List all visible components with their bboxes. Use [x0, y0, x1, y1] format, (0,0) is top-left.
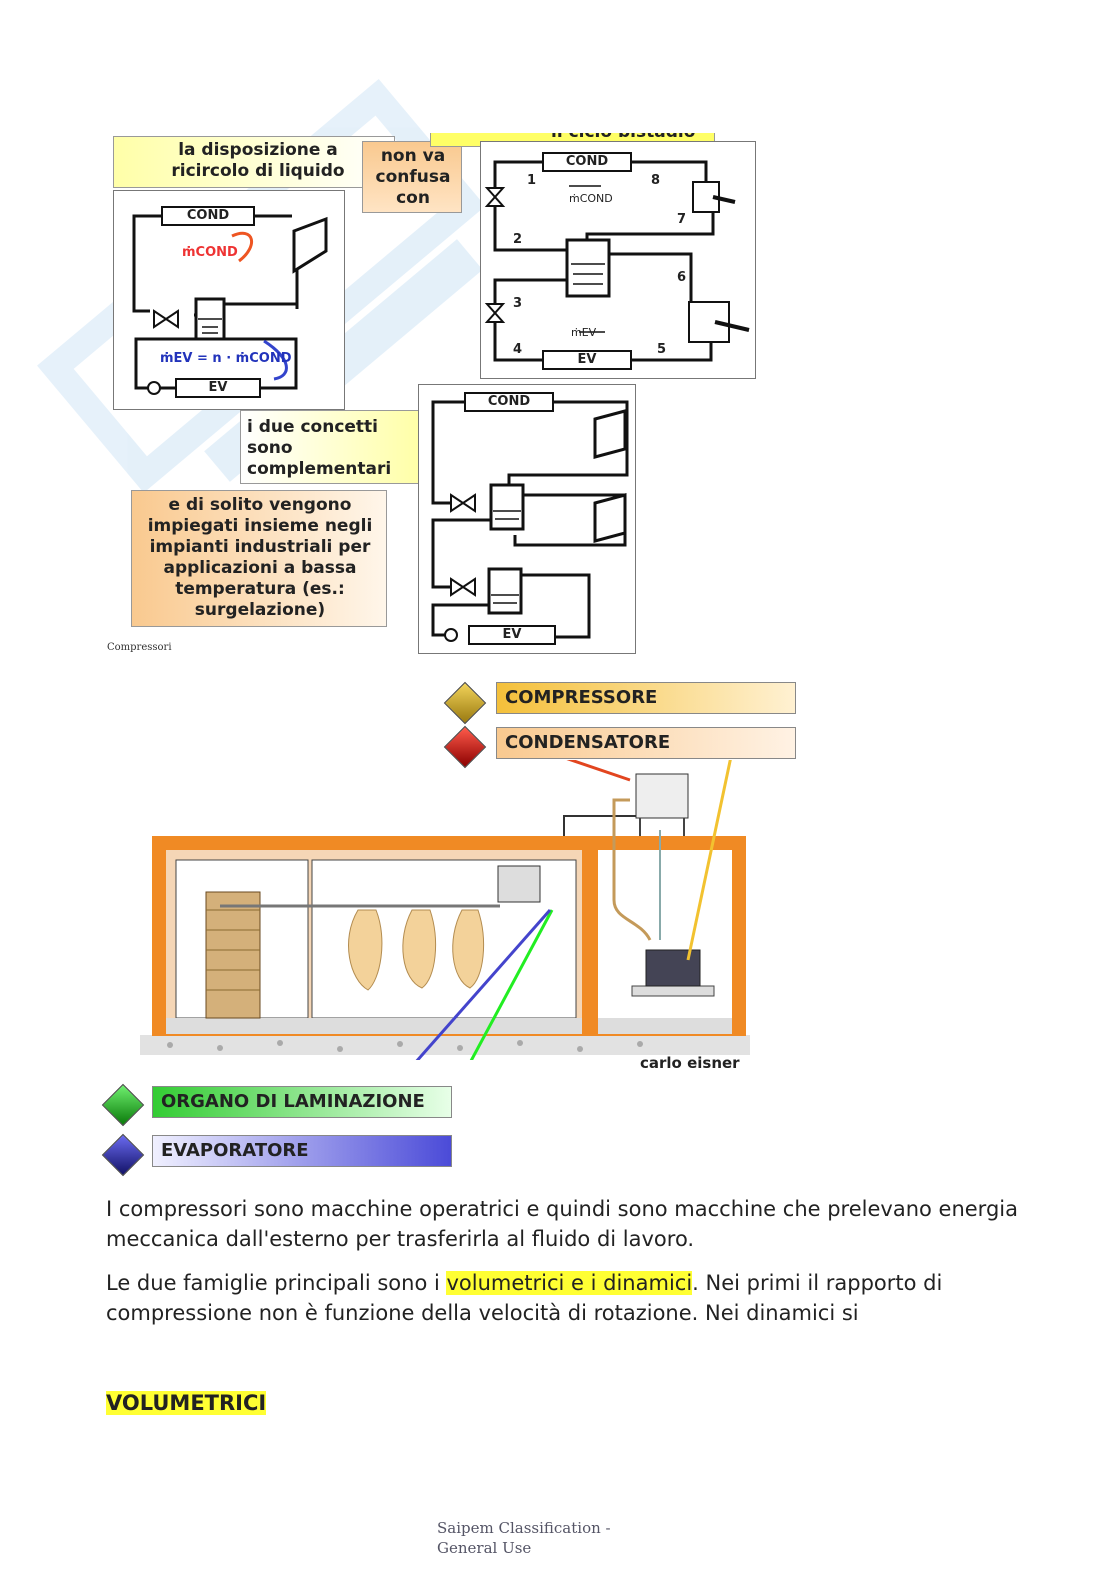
diagram-bistadio-mcond: ṁCOND: [569, 192, 613, 205]
diagram-combined-svg: [431, 392, 629, 645]
label-confusa: non va confusa con: [362, 141, 462, 213]
condensatore-label: CONDENSATORE: [496, 727, 796, 759]
diagram-bistadio-mev: ṁEV: [571, 326, 597, 339]
compressore-diamond: [443, 681, 487, 725]
paragraph-1: I compressori sono macchine operatrici e…: [106, 1197, 1018, 1251]
organo-label: ORGANO DI LAMINAZIONE: [152, 1086, 452, 1118]
label-recirc: la disposizione a ricircolo di liquido: [113, 136, 395, 188]
evaporatore-label: EVAPORATORE: [152, 1135, 452, 1167]
diagram-recirc-cond: COND: [186, 208, 230, 223]
diagram-combined-ev: EV: [502, 627, 522, 642]
point-3: 3: [513, 296, 523, 311]
caption-compressori: Compressori: [107, 642, 172, 653]
label-insieme-text: e di solito vengono impiegati insieme ne…: [147, 495, 373, 620]
heading-volumetrici-text: VOLUMETRICI: [106, 1391, 267, 1415]
point-7: 7: [677, 212, 687, 227]
heading-volumetrici: VOLUMETRICI: [106, 1388, 267, 1418]
label-complementari: i due concetti sono complementari: [240, 410, 420, 484]
label-complementari-text: i due concetti sono complementari: [247, 417, 392, 479]
point-5: 5: [657, 342, 667, 357]
diagram-bistadio-ev: EV: [577, 352, 597, 367]
point-6: 6: [677, 270, 687, 285]
point-8: 8: [651, 173, 661, 188]
diagram-bistadio: COND EV ṁCOND ṁEV 1 2 3 4 5 6 7 8: [480, 141, 756, 379]
point-4: 4: [513, 342, 523, 357]
diagram-combined: COND EV: [418, 384, 636, 654]
diagram-recirc-mcond: ṁCOND: [182, 245, 238, 260]
label-insieme: e di solito vengono impiegati insieme ne…: [131, 490, 387, 627]
footer-line-1: Saipem Classification -: [437, 1519, 611, 1537]
point-2: 2: [513, 232, 523, 247]
cold-room-illustration: [140, 760, 750, 1060]
paragraph-2-highlight: volumetrici e i dinamici: [446, 1271, 693, 1295]
label-recirc-text: la disposizione a ricircolo di liquido: [171, 140, 345, 181]
compressore-label: COMPRESSORE: [496, 682, 796, 714]
diagram-combined-cond: COND: [487, 394, 531, 409]
paragraph-2-post: . Nei primi il rapporto di compressione …: [106, 1271, 943, 1325]
diagram-bistadio-cond: COND: [565, 154, 609, 169]
diagram-recirc: COND EV ṁCOND ṁEV = n · ṁCOND: [113, 190, 345, 410]
paragraph-2-pre: Le due famiglie principali sono i: [106, 1271, 447, 1295]
footer-classification: Saipem Classification - General Use: [437, 1518, 611, 1558]
paragraph-2: Le due famiglie principali sono i volume…: [106, 1268, 1026, 1328]
label-bistadio-text: il ciclo bistadio: [551, 133, 695, 143]
diagram-recirc-ev: EV: [208, 380, 228, 395]
evaporatore-diamond: [101, 1133, 145, 1177]
credit-carlo-eisner: carlo eisner: [640, 1054, 740, 1072]
label-confusa-text: non va confusa con: [375, 146, 451, 208]
diagram-recirc-mev-eq: ṁEV = n · ṁCOND: [160, 351, 292, 366]
footer-line-2: General Use: [437, 1539, 532, 1557]
organo-diamond: [101, 1083, 145, 1127]
diagram-bistadio-svg: [484, 152, 750, 370]
point-1: 1: [527, 173, 537, 188]
diagram-recirc-svg: [132, 206, 328, 398]
